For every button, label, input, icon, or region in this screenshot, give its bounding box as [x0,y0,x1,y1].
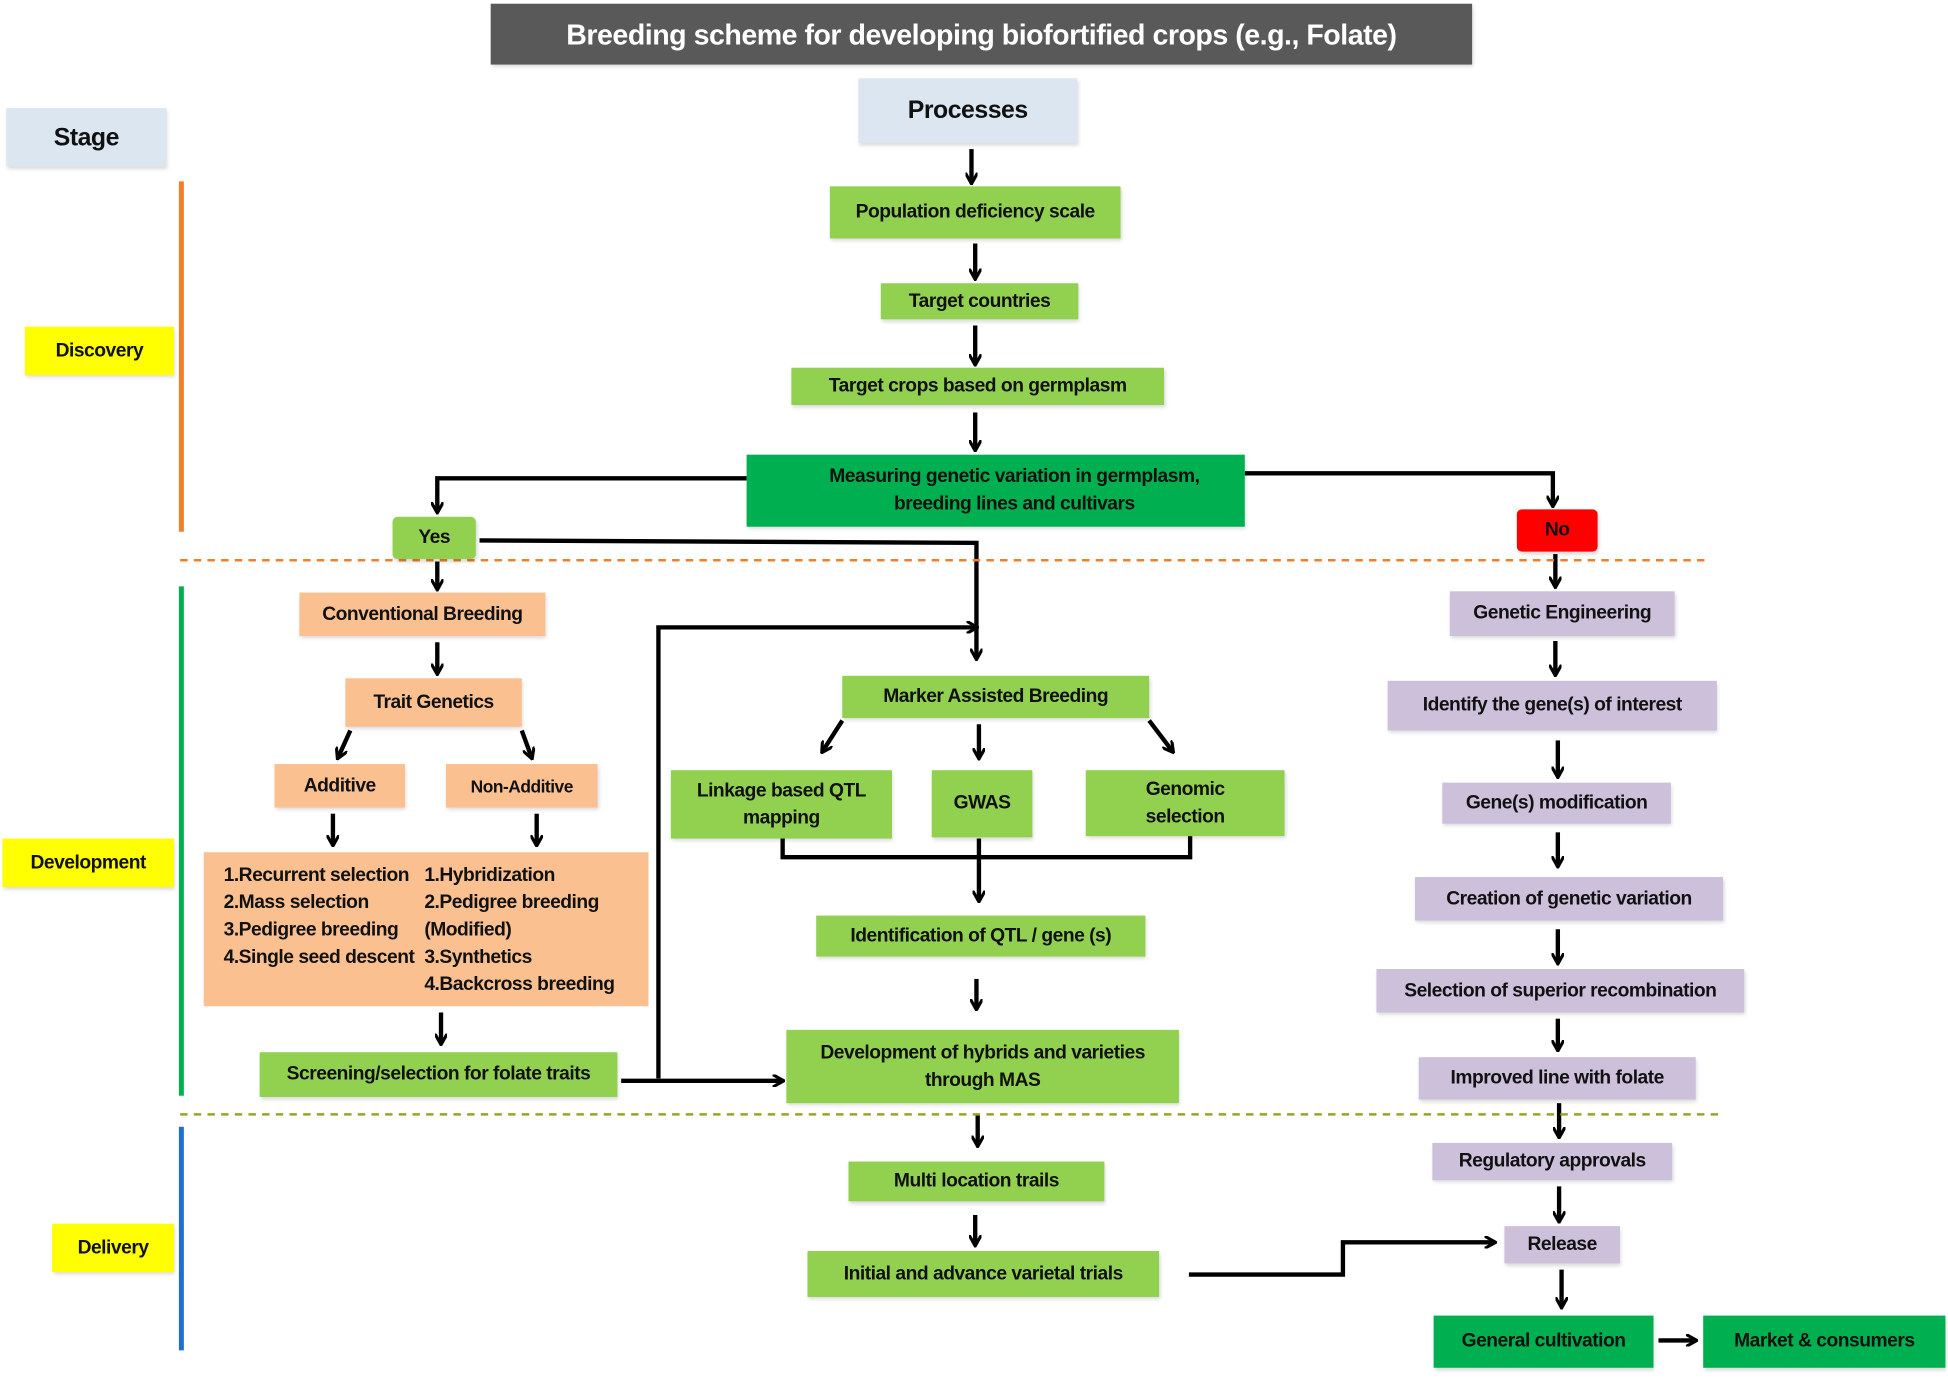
multi-location-box: Multi location trails [848,1161,1105,1202]
method-item: 4.Backcross breeding [424,973,615,996]
regulatory-approvals-box: Regulatory approvals [1432,1142,1673,1181]
marker-assisted-breeding-box: Marker Assisted Breeding [842,675,1150,719]
gene-modification-box: Gene(s) modification [1442,782,1671,824]
method-item: 3.Synthetics [424,946,532,968]
selection-recombination-box: Selection of superior recombination [1376,968,1745,1013]
market-consumers-box: Market & consumers [1703,1315,1946,1368]
genetic-engineering-box: Genetic Engineering [1449,591,1675,637]
identify-gene-box: Identify the gene(s) of interest [1387,680,1717,731]
method-item: 1.Hybridization [424,864,555,886]
population-deficiency-box: Population deficiency scale [829,186,1121,239]
release-box: Release [1504,1226,1620,1264]
no-box: No [1516,509,1598,552]
improved-line-box: Improved line with folate [1418,1057,1696,1100]
linkage-qtl-box: Linkage based QTL mapping [670,770,892,839]
additive-box: Additive [274,764,405,808]
non-additive-box: Non-Additive [445,764,598,808]
genomic-selection-box: Genomic selection [1085,770,1285,837]
identification-qtl-box: Identification of QTL / gene (s) [816,915,1146,957]
non-additive-methods-list: 1.Hybridization 2.Pedigree breeding (Mod… [424,862,615,1006]
target-countries-box: Target countries [880,283,1079,320]
method-item: (Modified) [424,919,512,941]
processes-header: Processes [858,78,1078,143]
target-crops-box: Target crops based on germplasm [791,367,1165,405]
method-item: 2.Mass selection [223,891,370,914]
creation-variation-box: Creation of genetic variation [1414,877,1724,921]
trait-genetics-box: Trait Genetics [345,678,522,727]
stage-development: Development [2,838,174,888]
development-hybrids-box: Development of hybrids and varieties thr… [786,1029,1179,1104]
delivery-bar [178,1126,184,1351]
screening-box: Screening/selection for folate traits [259,1052,618,1097]
discovery-bar [178,181,184,532]
stage-delivery: Delivery [52,1223,174,1273]
yes-box: Yes [392,516,476,560]
method-item: 3.Pedigree breeding [223,919,399,941]
general-cultivation-box: General cultivation [1433,1315,1654,1368]
additive-methods-list: 1.Recurrent selection 2.Mass selection 3… [224,862,415,1006]
diagram-title: Breeding scheme for developing biofortif… [490,3,1473,65]
method-item: 2.Pedigree breeding [424,891,599,914]
method-item: 4.Single seed descent [223,946,415,968]
stage-header: Stage [6,108,167,167]
method-item: 1.Recurrent selection [223,864,410,886]
conventional-breeding-box: Conventional Breeding [299,592,546,637]
varietal-trials-box: Initial and advance varietal trials [807,1250,1160,1297]
gwas-box: GWAS [931,770,1033,838]
stage-discovery: Discovery [24,326,174,376]
breeding-methods-box: 1.Recurrent selection 2.Mass selection 3… [203,852,649,1007]
measuring-variation-box: Measuring genetic variation in germplasm… [746,454,1245,527]
development-bar [178,586,184,1096]
